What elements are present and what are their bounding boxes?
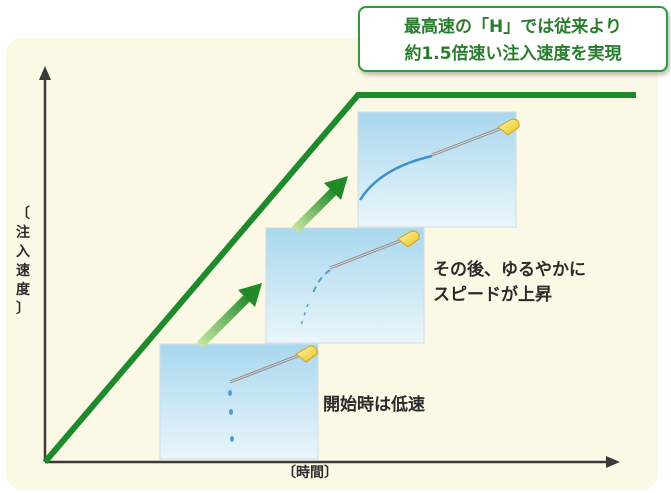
callout-line-1: 最高速の「H」では従来より [404,17,622,37]
x-axis [45,456,620,468]
stage-3-image [357,111,520,228]
progress-arrow [196,283,262,349]
speed-line [42,92,636,464]
callout-line-2: 約1.5倍速い注入速度を実現 [404,44,622,64]
callout-box: 最高速の「H」では従来より 約1.5倍速い注入速度を実現 [358,6,668,72]
stage-2-image [265,227,425,344]
stage-1-label: 開始時は低速 [323,395,425,415]
stage-2-label-line-1: その後、ゆるやかに [433,260,586,280]
x-axis-label: 〔時間〕 [282,465,338,481]
progress-arrow [291,176,348,234]
y-axis [39,66,51,462]
y-axis-label: 〔 注 入 速 度 〕 [16,206,30,317]
stage-1-image [159,343,319,460]
stage-2-label-line-2: スピードが上昇 [433,285,552,305]
